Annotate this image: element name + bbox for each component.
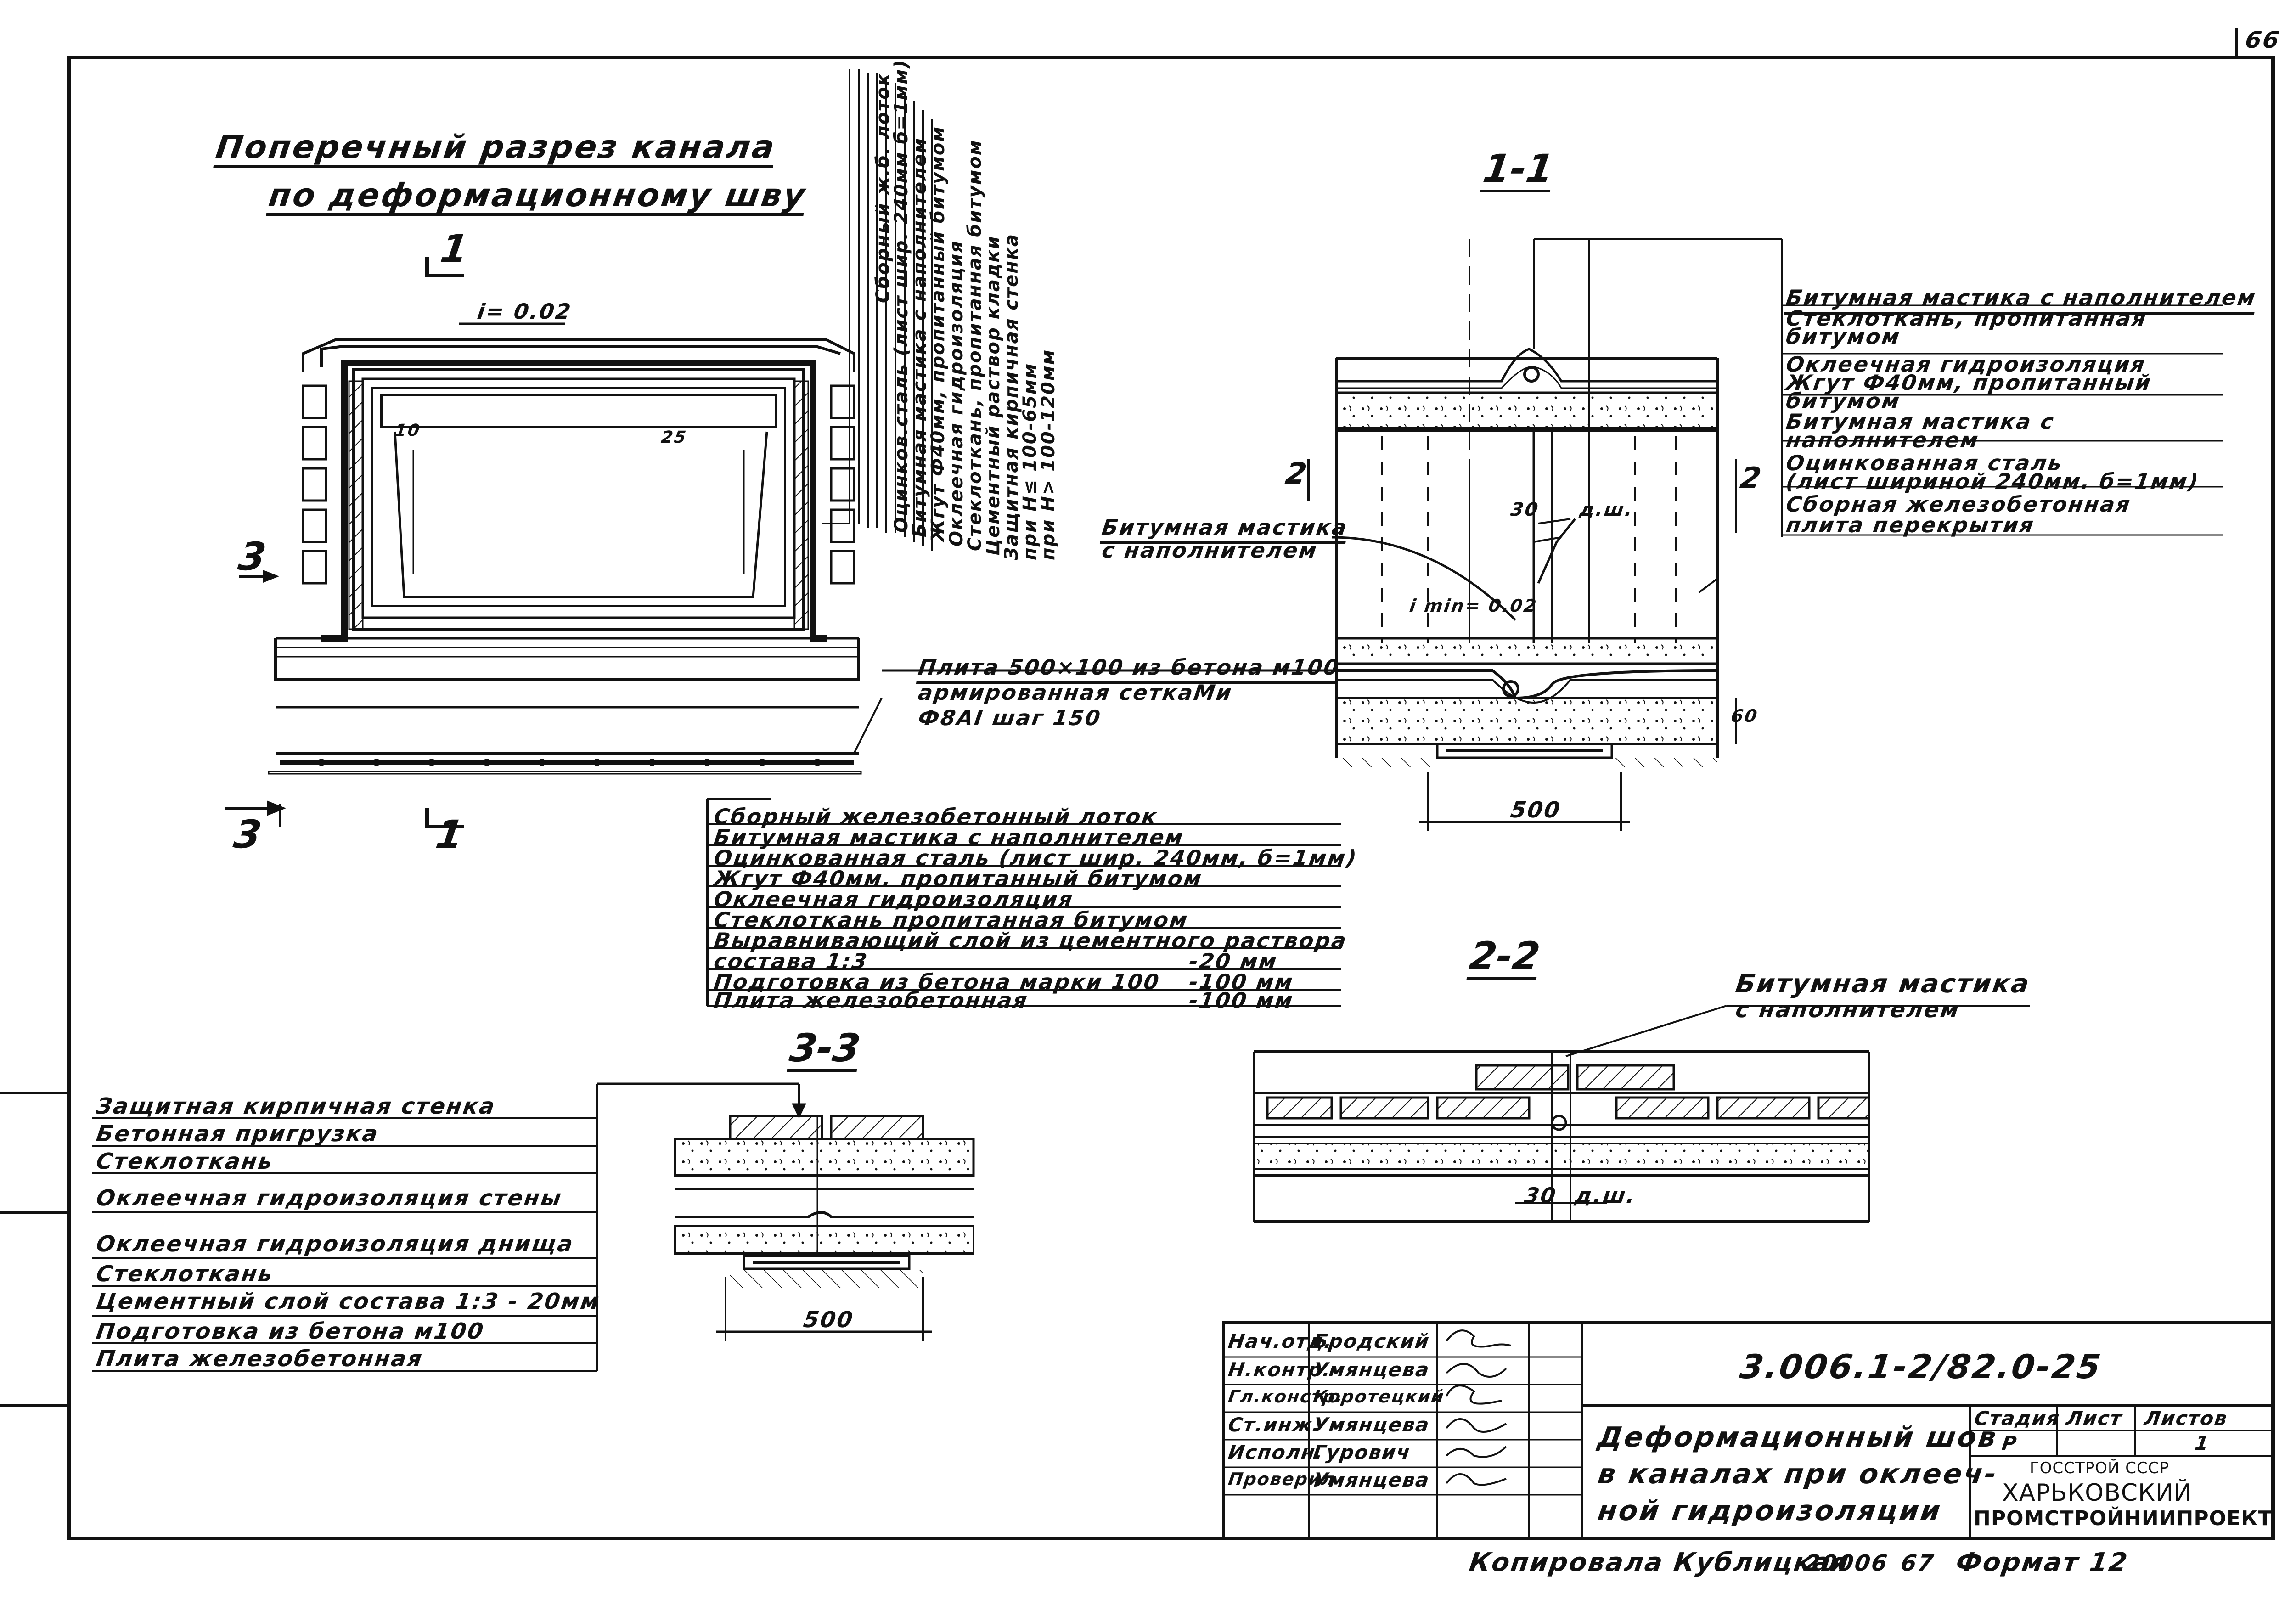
s11-legend-2: битумом	[1784, 324, 1902, 349]
s11-legend-10: Сборная железобетонная	[1784, 492, 2133, 517]
stamp-name-1: Умянцева	[1311, 1358, 1431, 1381]
s11-dim-500: 500	[1509, 797, 1563, 823]
s11-i-min: i min= 0.02	[1408, 596, 1539, 616]
legend-value: -20 мм	[1187, 949, 1280, 974]
plate-note-2: армированная сеткаМи	[917, 680, 1234, 705]
vlegend-9: при H> 100-120мм	[1038, 349, 1059, 560]
section-3-3-title: 3-3	[787, 1025, 863, 1072]
s33-dim-500: 500	[802, 1307, 856, 1333]
legend-row: Стеклоткань пропитанная битумом	[712, 907, 1190, 932]
stamp-title-3: ной гидроизоляции	[1596, 1495, 1944, 1527]
stamp-stage-value: Р	[2000, 1432, 2019, 1454]
stamp-frame	[1222, 1321, 2274, 1540]
legend-row: Жгут Ф40мм. пропитанный битумом	[712, 866, 1204, 891]
section-mark-1-top: 1	[438, 226, 471, 271]
s11-legend-11: плита перекрытия	[1784, 512, 2037, 537]
dim-25: 25	[660, 428, 689, 447]
legend-row: Оклеечная гидроизоляция	[712, 887, 1075, 912]
legend-row: состава 1:3	[712, 949, 870, 974]
s22-mastic-1: Битумная мастика	[1733, 969, 2032, 999]
plate-note-3: Ф8АI шаг 150	[917, 705, 1103, 730]
s11-mastic-2: с наполнителем	[1100, 538, 1320, 563]
wall-legend-4: Оклеечная гидроизоляция днища	[95, 1231, 576, 1257]
s11-dsh: д.ш.	[1578, 499, 1635, 520]
wall-legend-1: Бетонная пригрузка	[95, 1121, 381, 1147]
stamp-name-0: Бродский	[1311, 1330, 1431, 1352]
main-title-line1: Поперечный разрез канала	[213, 128, 778, 168]
sheet-number: 66	[2243, 27, 2282, 53]
wall-legend-5: Стеклоткань	[95, 1261, 276, 1287]
footer-copied: Копировала Кублицкая	[1467, 1548, 1851, 1577]
section-2-2-drawing	[1253, 1005, 2030, 1223]
footer-format: Формат 12	[1954, 1548, 2131, 1577]
s11-legend-0: Битумная мастика с наполнителем	[1784, 285, 2258, 315]
stamp-name-2: Коротецкий	[1311, 1386, 1446, 1407]
s22-dim-30: 30	[1523, 1183, 1559, 1208]
stamp-doc-code: 3.006.1-2/82.0-25	[1738, 1347, 2105, 1386]
footer-number: 20006	[1803, 1550, 1890, 1576]
stamp-role-4: Исполн.	[1227, 1441, 1326, 1464]
stamp-role-3: Ст.инж.	[1227, 1414, 1322, 1436]
section-2-2-title: 2-2	[1466, 934, 1542, 980]
stamp-name-3: Умянцева	[1311, 1414, 1431, 1436]
stamp-org-2: ХАРЬКОВСКИЙ	[2002, 1479, 2192, 1507]
section-1-1-drawing	[1307, 238, 2223, 831]
s11-legend-5: битумом	[1784, 389, 1902, 413]
plate-note-1: Плита 500×100 из бетона м100	[916, 655, 1342, 684]
stamp-org-3: ПРОМСТРОЙНИИПРОЕКТ	[1974, 1507, 2273, 1530]
section-mark-2-right: 2	[1738, 462, 1763, 496]
wall-legend-2: Стеклоткань	[95, 1149, 276, 1174]
s11-dim-60: 60	[1729, 706, 1760, 726]
wall-legend-7: Подготовка из бетона м100	[95, 1318, 486, 1344]
slope-label: i= 0.02	[476, 299, 574, 324]
bottom-legend-lines	[707, 823, 1341, 1007]
main-title-line2: по деформационному шву	[266, 176, 809, 216]
sheet-frame	[0, 28, 2275, 1540]
stamp-sheet-label: Лист	[2065, 1407, 2124, 1430]
signatures	[1446, 1329, 1511, 1486]
s11-legend-7: наполнителем	[1784, 428, 1981, 452]
wall-legend-lines	[92, 1084, 598, 1372]
dim-10: 10	[394, 421, 422, 440]
wall-legend-6: Цементный слой состава 1:3 - 20мм	[95, 1289, 602, 1314]
stamp-org-1: ГОССТРОЙ СССР	[2030, 1459, 2169, 1477]
legend-row: Оцинкованная сталь (лист шир. 240мм, б=1…	[712, 845, 1359, 870]
s22-dsh: д.ш.	[1573, 1183, 1638, 1208]
main-cross-section	[225, 69, 1336, 1006]
section-3-3-drawing	[597, 1082, 975, 1341]
footer-page: 67	[1899, 1550, 1936, 1576]
section-mark-3-bottom: 3	[231, 812, 264, 857]
stamp-title-2: в каналах при оклееч-	[1596, 1458, 2000, 1490]
stamp-sheets-label: Листов	[2143, 1407, 2229, 1430]
section-mark-1-bottom: 1	[433, 812, 467, 857]
stamp-sheets-value: 1	[2193, 1432, 2211, 1454]
legend-row: Выравнивающий слой из цементного раствор…	[712, 928, 1349, 953]
legend-value: -100 мм	[1187, 988, 1296, 1013]
section-1-1-title: 1-1	[1480, 146, 1556, 192]
legend-row: Плита железобетонная	[712, 988, 1030, 1013]
wall-legend-8: Плита железобетонная	[95, 1346, 425, 1372]
section-mark-2-left: 2	[1283, 457, 1309, 491]
legend-row: Битумная мастика с наполнителем	[712, 825, 1186, 850]
wall-legend-0: Защитная кирпичная стенка	[95, 1093, 498, 1119]
wall-legend-3: Оклеечная гидроизоляция стены	[95, 1185, 564, 1211]
s22-mastic-2: с наполнителем	[1734, 997, 1962, 1023]
section-mark-3-left: 3	[236, 534, 269, 579]
s11-legend-9: (лист шириной 240мм. б=1мм)	[1784, 469, 2201, 494]
stamp-name-4: Гурович	[1311, 1441, 1412, 1464]
legend-row: Сборный железобетонный лоток	[712, 804, 1159, 829]
s11-mastic-1: Битумная мастика	[1099, 515, 1350, 544]
stamp-title-1: Деформационный шов	[1596, 1421, 2000, 1453]
stamp-stage-label: Стадия	[1973, 1407, 2062, 1430]
s11-dim-30: 30	[1509, 499, 1541, 520]
stamp-name-5: Умянцева	[1311, 1469, 1431, 1491]
